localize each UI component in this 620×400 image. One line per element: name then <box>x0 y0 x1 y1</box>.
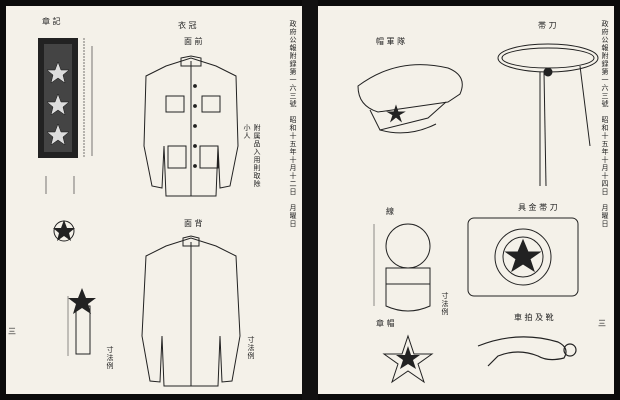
tunic-back-drawing <box>141 235 241 387</box>
right-drawings <box>357 43 599 384</box>
scale-note-1: 寸法例 <box>106 346 114 370</box>
buckle-caption: 具 金 帯 刀 <box>518 203 558 212</box>
tunic-top-caption: 衣 冠 <box>178 21 197 30</box>
belt-caption: 帯 刀 <box>538 21 557 30</box>
stripe-drawing <box>373 223 431 312</box>
collar-insignia-drawing <box>38 38 93 194</box>
book-gutter <box>302 0 318 400</box>
scale-note-2: 寸法例 <box>247 336 255 360</box>
buckle-drawing <box>467 217 579 297</box>
tunic-front-caption: 面 前 <box>184 37 203 46</box>
right-page: 政府公報附録第一六三號 昭和十五年十月十四日 月曜日 帽 軍 隊 帯 刀 具 金… <box>318 6 614 394</box>
emblem-small <box>53 220 75 242</box>
military-cap-drawing <box>357 64 463 134</box>
left-page: 政府公報附録第一六三號 昭和十五年十月十二日 月曜日 章 記 衣 冠 面 前 面… <box>6 6 302 394</box>
side-note: 附属品入用則取除 小人 <box>243 124 261 188</box>
spur-drawing <box>477 336 577 367</box>
insignia-caption: 章 記 <box>42 17 61 26</box>
left-drawings <box>38 38 241 387</box>
cap-emblem-drawing <box>382 334 434 384</box>
right-margin-text: 政府公報附録第一六三號 昭和十五年十月十四日 月曜日 <box>601 20 609 228</box>
right-footer: 三 <box>598 319 606 328</box>
cap-caption: 帽 軍 隊 <box>376 37 406 46</box>
right-scale-note: 寸法例 <box>441 292 449 316</box>
spur-caption: 車 拍 及 靴 <box>514 313 554 322</box>
emblem-caption: 章 帽 <box>376 319 395 328</box>
tunic-front-drawing <box>143 55 239 197</box>
left-margin-text: 政府公報附録第一六三號 昭和十五年十月十二日 月曜日 <box>289 20 297 228</box>
tunic-back-caption: 面 背 <box>184 219 203 228</box>
collar-tab-small <box>67 288 96 356</box>
stripe-caption: 線 <box>386 207 394 216</box>
left-footer: 三 <box>8 327 16 336</box>
belt-drawing <box>497 43 599 187</box>
